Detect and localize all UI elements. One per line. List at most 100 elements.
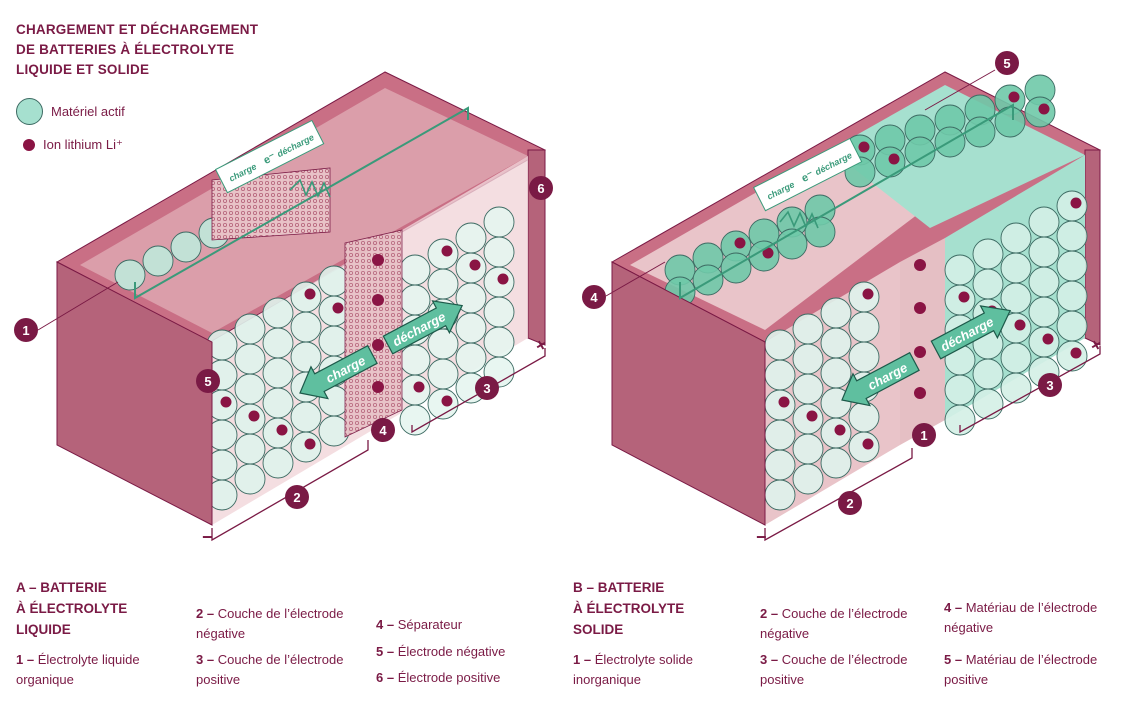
lithium-ion-swatch-icon <box>23 139 35 151</box>
battery-a-heading-line-3: LIQUIDE <box>16 622 71 637</box>
active-material-particle <box>262 327 294 359</box>
active-material-particle <box>1056 310 1088 342</box>
active-material-particle <box>904 136 936 168</box>
active-material-particle <box>994 106 1026 138</box>
active-material-particle <box>820 327 852 359</box>
lithium-ion <box>248 410 260 422</box>
battery-b-item-3: 3 – Couche de l’électrode positive <box>760 652 908 687</box>
battery-b-item-4: 4 – Matériau de l’électrode négative <box>944 600 1098 635</box>
svg-text:3: 3 <box>483 381 490 396</box>
lithium-ion <box>1042 333 1054 345</box>
battery-b-heading-line-1: B – BATTERIE <box>573 580 665 595</box>
battery-a-minus-sign: − <box>202 527 213 547</box>
battery-a-item-3: 3 – Couche de l’électrode positive <box>196 652 344 687</box>
active-material-particle <box>1000 342 1032 374</box>
battery-a-heading: A – BATTERIE À ÉLECTROLYTE LIQUIDE <box>16 577 127 640</box>
active-material-particle <box>1056 250 1088 282</box>
battery-b-heading: B – BATTERIE À ÉLECTROLYTE SOLIDE <box>573 577 684 640</box>
active-material-particle <box>399 344 431 376</box>
legend-active-material-label: Matériel actif <box>51 103 125 119</box>
active-material-particle <box>262 357 294 389</box>
active-material-particle <box>764 359 796 391</box>
battery-b-particles <box>664 74 1088 511</box>
active-material-particle <box>318 415 350 447</box>
lithium-ion <box>734 237 746 249</box>
active-material-particle <box>820 297 852 329</box>
active-material-particle <box>720 252 752 284</box>
lithium-ion <box>862 288 874 300</box>
svg-text:4: 4 <box>379 423 387 438</box>
svg-text:5: 5 <box>1003 56 1010 71</box>
active-material-particle <box>1000 372 1032 404</box>
active-material-particle <box>1000 222 1032 254</box>
title-line-3: LIQUIDE ET SOLIDE <box>16 62 150 77</box>
active-material-particle <box>764 479 796 511</box>
active-material-particle <box>972 238 1004 270</box>
active-material-particle <box>1056 280 1088 312</box>
active-material-particle <box>1028 236 1060 268</box>
battery-a-heading-line-2: À ÉLECTROLYTE <box>16 601 128 616</box>
battery-b-electrolyte-ions <box>914 259 926 399</box>
lithium-ion <box>888 153 900 165</box>
active-material-particle <box>1000 252 1032 284</box>
battery-b: charge e⁻ décharge charge décharge − + 1… <box>582 51 1106 547</box>
active-material-particle <box>483 236 515 268</box>
active-material-particle <box>764 329 796 361</box>
legend-active-material: Matériel actif <box>16 94 125 128</box>
lithium-ion <box>469 259 481 271</box>
figure-title: CHARGEMENT ET DÉCHARGEMENT DE BATTERIES … <box>16 20 258 80</box>
svg-text:2: 2 <box>293 490 300 505</box>
battery-b-plus-sign: + <box>1086 334 1105 357</box>
active-material-particle <box>483 296 515 328</box>
active-material-particle <box>764 419 796 451</box>
battery-a-wire <box>134 106 469 300</box>
active-material-particle <box>427 358 459 390</box>
active-material-particle <box>427 268 459 300</box>
legend-lithium-ion: Ion lithium Li⁺ <box>16 128 125 162</box>
battery-b-dim-3 <box>959 346 1101 434</box>
battery-diagrams: charge e⁻ décharge charge décharge − + 1… <box>14 51 1106 547</box>
svg-text:6: 6 <box>537 181 544 196</box>
svg-text:e⁻: e⁻ <box>262 151 278 167</box>
battery-a-item-5: 5 – Électrode négative <box>376 644 506 659</box>
lithium-ion <box>304 438 316 450</box>
active-material-particle <box>262 297 294 329</box>
battery-a-separator-ions <box>372 254 384 393</box>
svg-text:2: 2 <box>846 496 853 511</box>
active-material-particle <box>1000 282 1032 314</box>
active-material-particle <box>290 401 322 433</box>
active-material-particle <box>318 265 350 297</box>
active-material-particle <box>234 373 266 405</box>
battery-b-item-5: 5 – Matériau de l’électrode positive <box>944 652 1098 687</box>
lithium-ion <box>441 245 453 257</box>
active-material-particle <box>262 387 294 419</box>
battery-b-item-2: 2 – Couche de l’électrode négative <box>760 606 908 641</box>
lithium-ion <box>304 288 316 300</box>
active-material-particle <box>114 259 146 291</box>
active-material-particle <box>1056 220 1088 252</box>
active-material-particle <box>848 401 880 433</box>
lithium-ion <box>806 410 818 422</box>
battery-b-case-right <box>1084 149 1101 346</box>
lithium-ion <box>958 291 970 303</box>
active-material-particle <box>1028 206 1060 238</box>
active-material-particle <box>764 449 796 481</box>
lithium-ion <box>413 381 425 393</box>
battery-a-case-front <box>56 261 213 526</box>
lithium-ion <box>1014 319 1026 331</box>
battery-b-electron-label: charge e⁻ décharge <box>752 137 863 212</box>
lithium-ion <box>220 396 232 408</box>
active-material-particle <box>234 313 266 345</box>
active-material-particle <box>483 326 515 358</box>
active-material-particle <box>1028 296 1060 328</box>
active-material-particle <box>427 328 459 360</box>
active-material-particle <box>170 231 202 263</box>
active-material-particle <box>483 206 515 238</box>
active-material-particle <box>455 312 487 344</box>
battery-b-case-front <box>611 261 766 526</box>
lithium-ion <box>1008 91 1020 103</box>
active-material-particle <box>290 341 322 373</box>
lithium-ion <box>1070 197 1082 209</box>
battery-a-plus-sign: + <box>531 334 550 357</box>
active-material-particle <box>792 373 824 405</box>
